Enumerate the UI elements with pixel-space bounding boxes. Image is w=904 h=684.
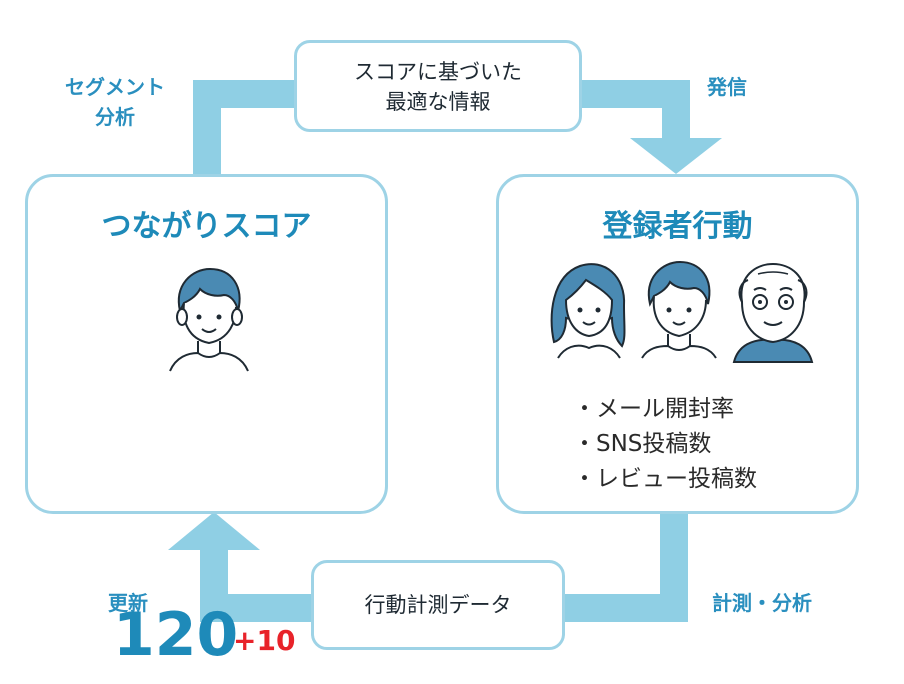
label-measure-analysis: 計測・分析 bbox=[712, 591, 812, 615]
score-card-title: つながりスコア bbox=[101, 209, 312, 244]
woman-avatar-icon bbox=[550, 263, 626, 359]
label-segment-analysis: セグメント 分析 bbox=[50, 72, 180, 132]
flow-update-vertical bbox=[200, 548, 228, 622]
score-value: 120 bbox=[113, 600, 239, 670]
behavior-item-review-posts: ・レビュー投稿数 bbox=[573, 466, 757, 492]
info-box-bottom: 行動計測データ bbox=[311, 560, 565, 650]
behavior-card-title: 登録者行動 bbox=[602, 209, 753, 244]
score-card: つながりスコア 120 +10 bbox=[25, 174, 388, 665]
score-delta: +10 bbox=[233, 624, 296, 657]
flow-send-vertical bbox=[662, 80, 690, 142]
info-box-top: スコアに基づいた 最適な情報 bbox=[294, 40, 582, 132]
elderly-avatar-icon bbox=[732, 262, 814, 363]
label-segment-line1: セグメント bbox=[65, 75, 165, 99]
send-arrowhead-icon bbox=[630, 138, 722, 174]
update-arrowhead-icon bbox=[168, 512, 260, 550]
info-box-top-line2: 最適な情報 bbox=[385, 90, 491, 114]
label-update: 更新 bbox=[108, 591, 148, 615]
label-segment-line2: 分析 bbox=[95, 105, 135, 129]
person-avatar-icon bbox=[169, 267, 249, 372]
label-send: 発信 bbox=[707, 75, 747, 99]
info-box-bottom-text: 行動計測データ bbox=[364, 593, 512, 617]
man-avatar-icon bbox=[641, 260, 717, 359]
behavior-item-email-open-rate: ・メール開封率 bbox=[573, 396, 734, 422]
info-box-top-line1: スコアに基づいた bbox=[354, 60, 522, 84]
behavior-item-sns-posts: ・SNS投稿数 bbox=[573, 431, 712, 457]
